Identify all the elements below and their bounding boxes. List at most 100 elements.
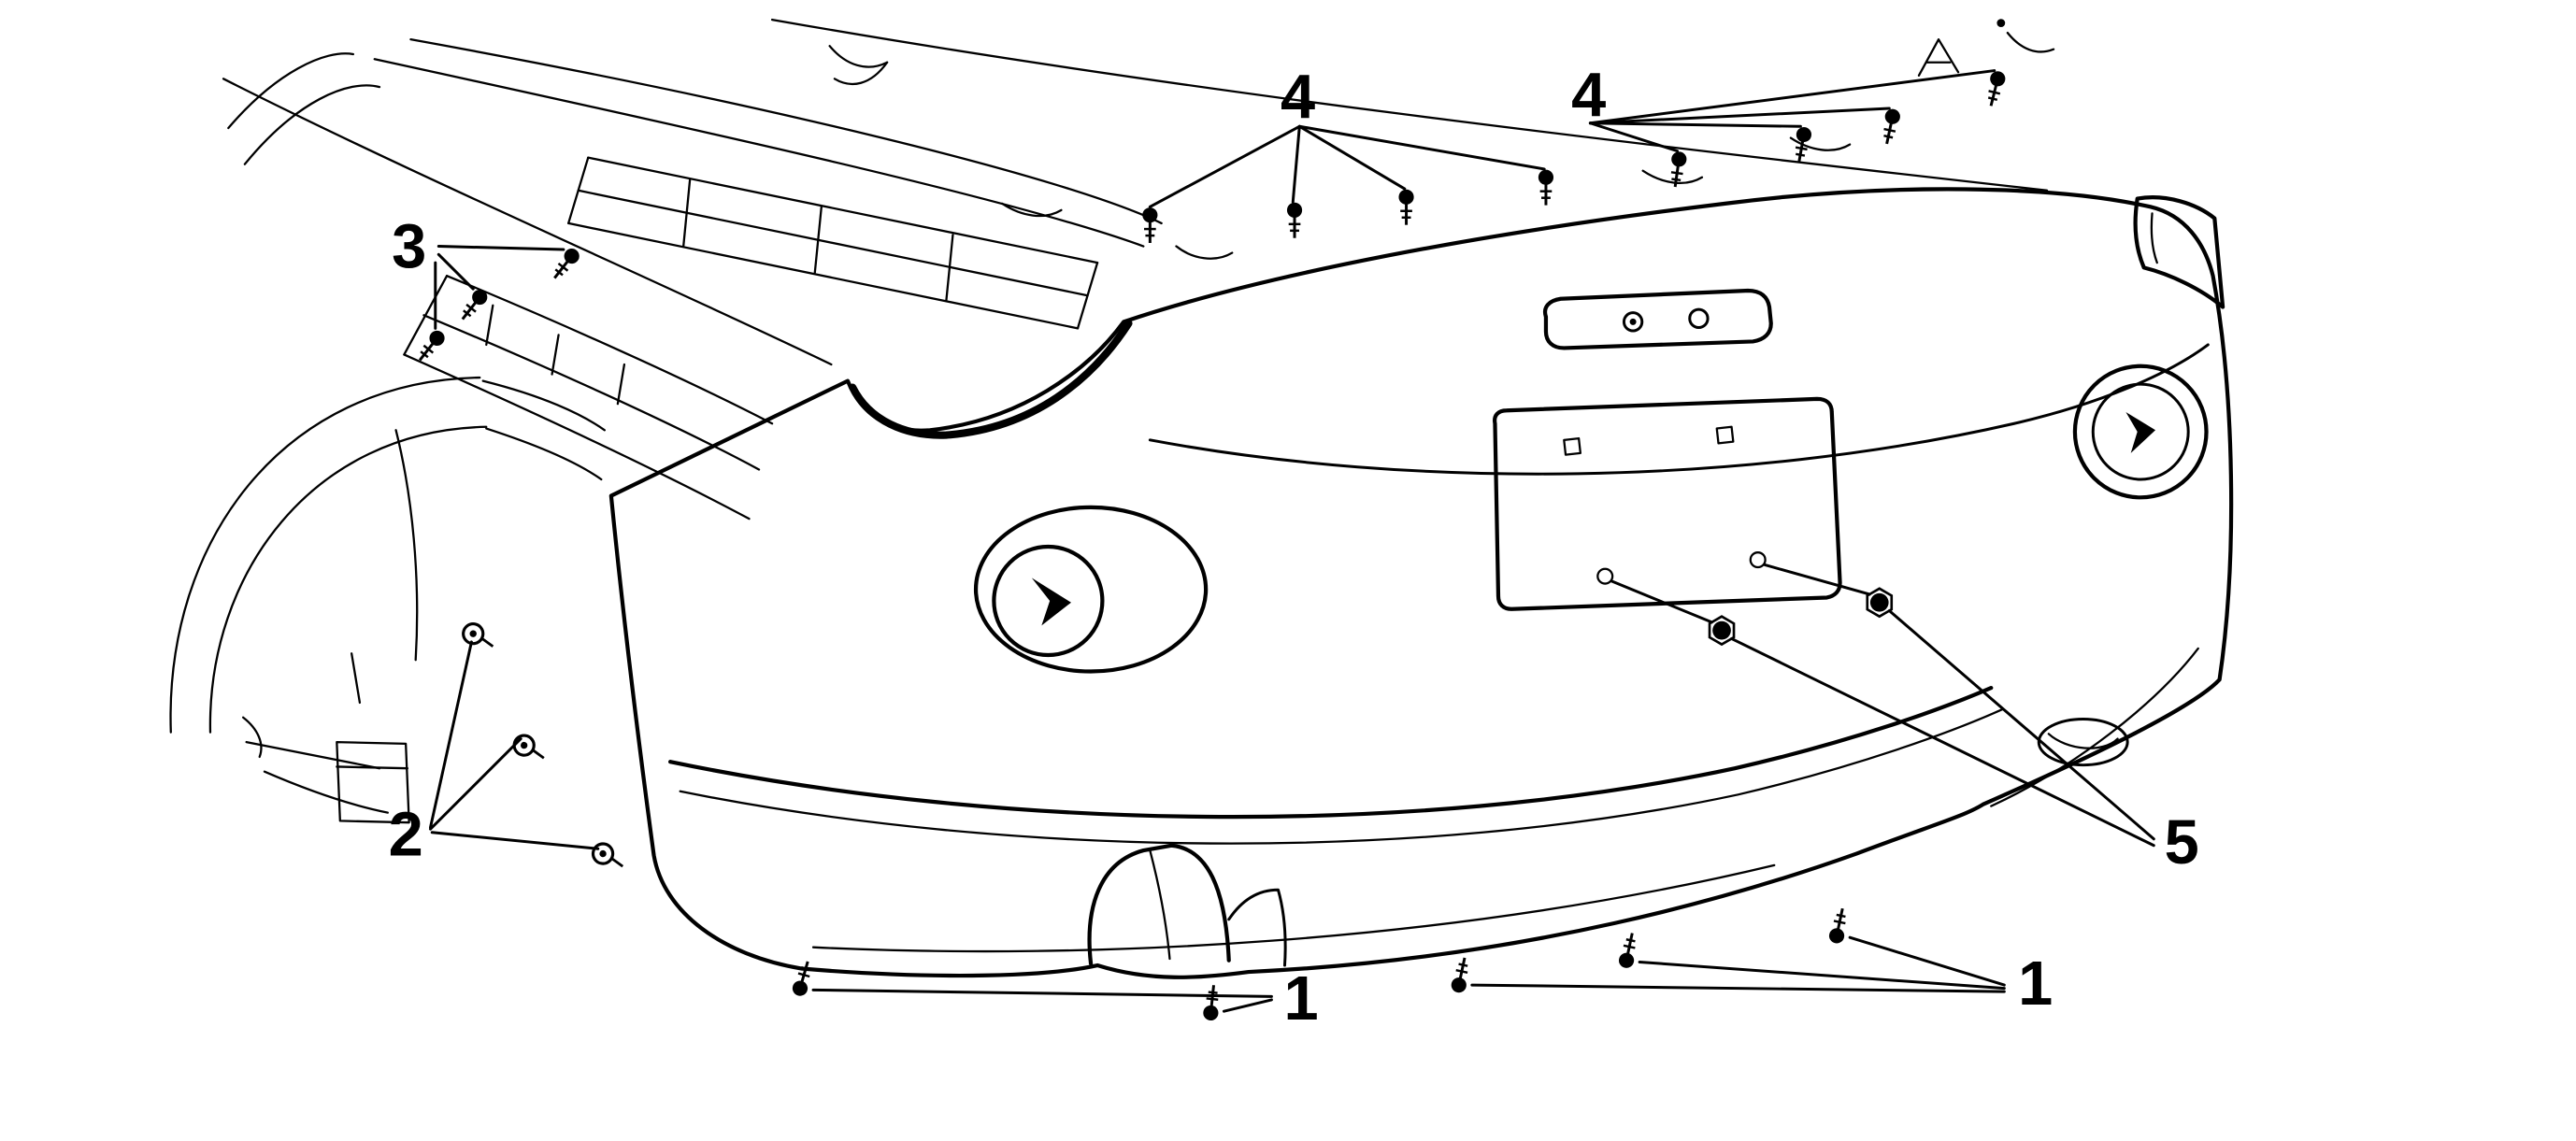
sketch-line bbox=[813, 206, 823, 274]
wheel-arch-inner-line bbox=[208, 425, 488, 734]
exhaust-notch-outline bbox=[1087, 843, 1231, 966]
louver-line bbox=[1076, 261, 1099, 330]
sketch-line bbox=[485, 427, 603, 481]
callout-3-group: 3 bbox=[392, 212, 584, 366]
callout-4-right-group: 4 bbox=[1571, 62, 2009, 190]
emblem-circle bbox=[2091, 382, 2190, 481]
license-plate-hole bbox=[1715, 425, 1735, 445]
sketch-line bbox=[227, 52, 355, 130]
leader-line bbox=[1610, 579, 1713, 624]
push-pin-icon bbox=[590, 841, 627, 868]
leader-line bbox=[1848, 935, 2006, 987]
callout-1-left-label: 1 bbox=[1283, 964, 1318, 1034]
sketch-line bbox=[394, 429, 419, 662]
sketch-dot bbox=[1996, 19, 2006, 27]
license-plate-bolt-hole bbox=[1749, 551, 1767, 569]
sketch-line bbox=[350, 652, 362, 705]
hinge-detail bbox=[1789, 136, 1852, 151]
screw-icon bbox=[1201, 982, 1224, 1023]
sketch-line bbox=[551, 334, 560, 376]
screw-icon bbox=[1982, 68, 2009, 109]
callout-4-left-label: 4 bbox=[1281, 64, 1315, 133]
license-plate-hole bbox=[1563, 436, 1582, 456]
taillamp-opening-edge bbox=[849, 320, 1133, 439]
wheel-arch-outer-line bbox=[169, 376, 481, 734]
stop-lamp-detail bbox=[1629, 318, 1637, 325]
exhaust-cutout bbox=[1087, 843, 1287, 967]
quarter-corner-bracket bbox=[2133, 195, 2225, 309]
screw-icon bbox=[1285, 201, 1304, 240]
exhaust-notch-outline bbox=[1227, 888, 1287, 967]
leader-line bbox=[1588, 121, 1680, 153]
fender-top-line bbox=[222, 78, 833, 366]
license-plate-bolt-hole bbox=[1596, 567, 1614, 585]
valance-bottom-line bbox=[811, 863, 1776, 953]
right-lower-vent bbox=[2037, 718, 2129, 767]
sketch-line bbox=[241, 716, 263, 759]
right-emblem-recess bbox=[2072, 364, 2209, 500]
hinge-detail bbox=[1641, 169, 1704, 184]
stop-lamp-detail bbox=[1622, 311, 1644, 333]
a-mark bbox=[1917, 38, 1960, 77]
decklid-sketch bbox=[373, 18, 2055, 330]
rocker-line bbox=[245, 740, 381, 770]
hinge-detail bbox=[828, 45, 889, 68]
decklid-top-edge-line bbox=[770, 18, 2049, 192]
leader-line bbox=[1297, 124, 1407, 191]
leader-line bbox=[436, 252, 475, 291]
leader-line bbox=[1730, 636, 2155, 848]
emblem-circle bbox=[2072, 364, 2209, 500]
bracket-strip-line bbox=[403, 353, 751, 521]
bracket-strip-line bbox=[445, 275, 774, 425]
center-stop-lamp bbox=[1543, 288, 1773, 350]
louver-line bbox=[567, 221, 1080, 330]
bracket-box bbox=[336, 740, 410, 824]
screw-icon bbox=[547, 244, 584, 285]
louver-line bbox=[577, 189, 1089, 297]
vehicle-body-sketch bbox=[169, 52, 833, 824]
rear-arch-line bbox=[1990, 647, 2199, 807]
callout-2-group: 2 bbox=[389, 620, 627, 869]
screw-icon bbox=[1615, 930, 1641, 971]
callout-3-label: 3 bbox=[392, 212, 426, 281]
hinge-detail bbox=[1175, 245, 1234, 260]
sketch-line bbox=[481, 379, 606, 432]
leader-line bbox=[1222, 998, 1273, 1013]
corner-bracket-outline bbox=[2133, 195, 2225, 309]
license-plate-recess bbox=[1493, 396, 1842, 611]
leader-line bbox=[1763, 563, 1871, 596]
valance-lip-line bbox=[679, 707, 2004, 845]
emblem-circle bbox=[992, 544, 1105, 658]
leader-line bbox=[1588, 107, 1891, 125]
stop-lamp-detail bbox=[1688, 307, 1710, 329]
leader-line bbox=[811, 988, 1273, 998]
leader-line bbox=[1588, 121, 1802, 128]
callout-2-label: 2 bbox=[389, 800, 423, 869]
leader-line bbox=[430, 831, 600, 850]
screw-icon bbox=[1448, 954, 1474, 996]
sketch-line bbox=[485, 304, 494, 347]
leader-line bbox=[1470, 983, 2006, 993]
stop-lamp-outline bbox=[1543, 288, 1773, 350]
leader-line bbox=[1291, 124, 1301, 204]
sketch-line bbox=[336, 765, 409, 770]
leader-line bbox=[1588, 69, 1996, 125]
callout-1-left-group: 1 bbox=[789, 958, 1319, 1034]
bracket-strip-line bbox=[422, 314, 761, 471]
callout-1-right-label: 1 bbox=[2018, 949, 2053, 1019]
fascia-crease-line bbox=[1148, 343, 2210, 476]
leader-line bbox=[1297, 124, 1546, 171]
emblem-oval bbox=[973, 505, 1209, 674]
sketch-line bbox=[2006, 31, 2055, 53]
decklid-edge-line bbox=[409, 38, 1163, 225]
callout-4-left-group: 4 bbox=[1140, 64, 1555, 245]
screw-icon bbox=[1140, 206, 1159, 245]
louver-line bbox=[587, 156, 1099, 264]
fascia-bracket-sketch bbox=[403, 275, 774, 521]
hinge-detail bbox=[1001, 202, 1063, 218]
leader-line bbox=[436, 245, 565, 251]
screw-icon bbox=[1878, 106, 1903, 148]
bracket-strip-line bbox=[403, 275, 449, 356]
push-pin-icon bbox=[511, 733, 549, 760]
emblem-arrow-icon bbox=[2125, 411, 2156, 453]
